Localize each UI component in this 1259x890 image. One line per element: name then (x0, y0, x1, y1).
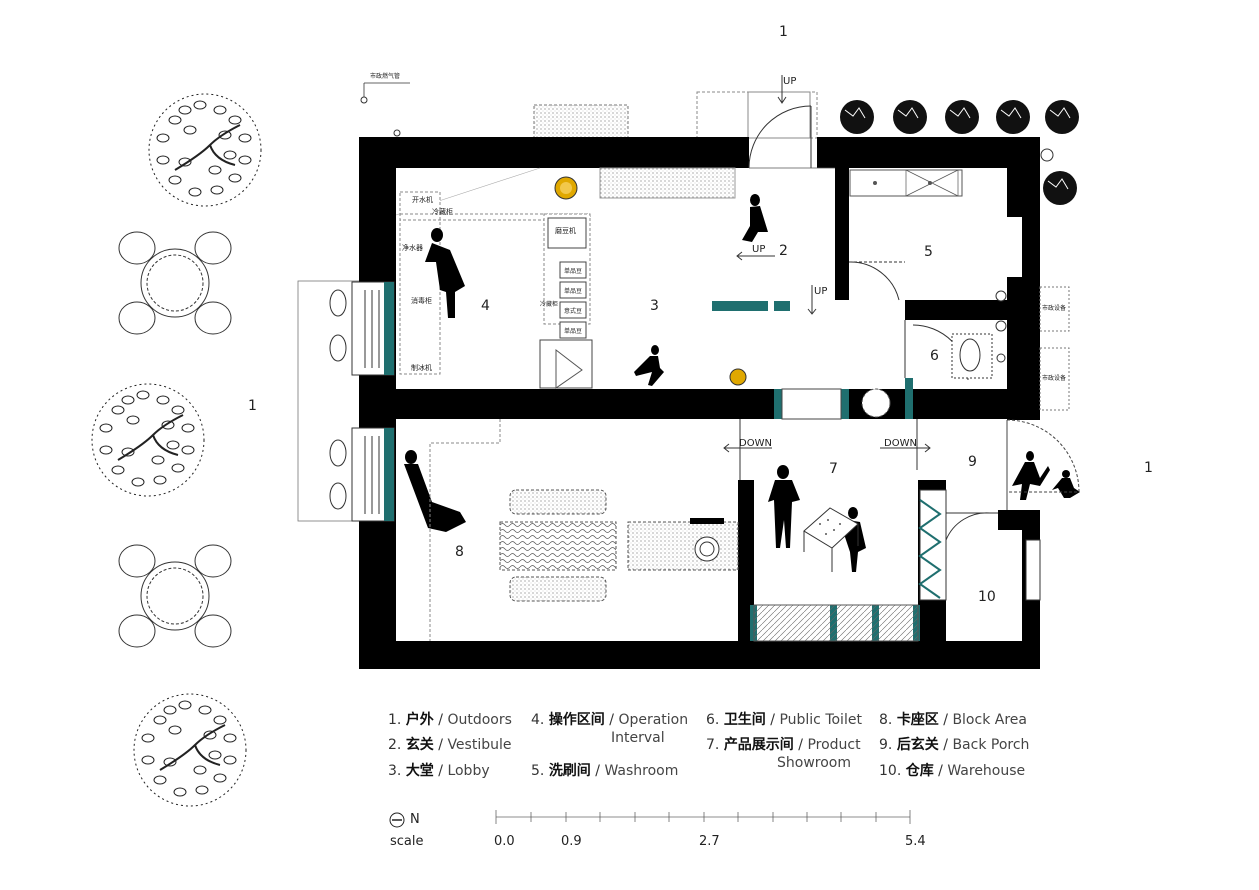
fixture-label: 冷藏柜 (540, 300, 558, 308)
room-number: 10 (978, 589, 996, 605)
fixture-label: 意式豆 (564, 307, 582, 315)
north-arrow-icon (389, 812, 405, 828)
legend-item: 7. 产品展示间 / Product (706, 737, 861, 753)
equipment-label: 市政设备 (1042, 374, 1066, 382)
stair-up-label: UP (814, 286, 827, 297)
north-label: N (410, 812, 420, 827)
room-number: 2 (779, 243, 788, 259)
legend-item-continued: Showroom (777, 755, 851, 771)
outdoor-table-set-icon (118, 544, 232, 648)
scale-tick-label: 2.7 (699, 834, 720, 849)
outdoor-label: 1 (248, 398, 257, 414)
fixture-label: 磨豆机 (555, 226, 576, 235)
scale-tick-label: 0.0 (494, 834, 515, 849)
fixture-label: 制冰机 (411, 363, 432, 372)
shrub-icon (840, 100, 1079, 205)
fixture-label: 单品豆 (564, 267, 582, 275)
outdoor-table-set-icon (118, 231, 232, 335)
legend-item: 9. 后玄关 / Back Porch (879, 737, 1030, 753)
gas-pipe-label: 市政燃气管 (370, 72, 400, 80)
legend-item: 2. 玄关 / Vestibule (388, 737, 512, 753)
room-number: 9 (968, 454, 977, 470)
stair-up-label: UP (752, 244, 765, 255)
room-number: 5 (924, 244, 933, 260)
fixture-label: 净水器 (402, 243, 423, 252)
scale-bar (495, 810, 911, 824)
stair-down-label: DOWN (884, 438, 917, 449)
tree-icon (91, 383, 205, 497)
scale-label: scale (390, 834, 424, 849)
fixture-label: 消毒柜 (411, 296, 432, 305)
legend-item: 6. 卫生间 / Public Toilet (706, 712, 862, 728)
stair-down-label: DOWN (739, 438, 772, 449)
scale-tick-label: 5.4 (905, 834, 926, 849)
legend-item: 4. 操作区间 / Operation (531, 712, 689, 728)
equipment-label: 市政设备 (1042, 304, 1066, 312)
fixture-label: 开水机 (412, 195, 433, 204)
scale-tick-label: 0.9 (561, 834, 582, 849)
room-number: 4 (481, 298, 490, 314)
scale-block: N scale 0.0 0.9 2.7 5.4 (388, 808, 948, 858)
legend-item: 5. 洗刷间 / Washroom (531, 763, 679, 779)
fixture-label: 单品豆 (564, 327, 582, 335)
tree-icon (148, 93, 262, 207)
room-number: 8 (455, 544, 464, 560)
stair-up-label: UP (783, 76, 796, 87)
bay-window (351, 281, 395, 522)
legend-item: 10. 仓库 / Warehouse (879, 763, 1026, 779)
outdoor-label: 1 (1144, 460, 1153, 476)
outdoor-label: 1 (779, 24, 788, 40)
tree-icon (133, 693, 247, 807)
legend-item: 8. 卡座区 / Block Area (879, 712, 1027, 728)
legend-item: 3. 大堂 / Lobby (388, 763, 490, 779)
fixture-label: 冷藏柜 (432, 207, 453, 216)
fixture-label: 单品豆 (564, 287, 582, 295)
room-number: 6 (930, 348, 939, 364)
legend-item-continued: Interval (611, 730, 665, 746)
room-number: 7 (829, 461, 838, 477)
legend-item: 1. 户外 / Outdoors (388, 712, 512, 728)
room-number: 3 (650, 298, 659, 314)
legend: 1. 户外 / Outdoors 2. 玄关 / Vestibule 3. 大堂… (388, 710, 1048, 790)
